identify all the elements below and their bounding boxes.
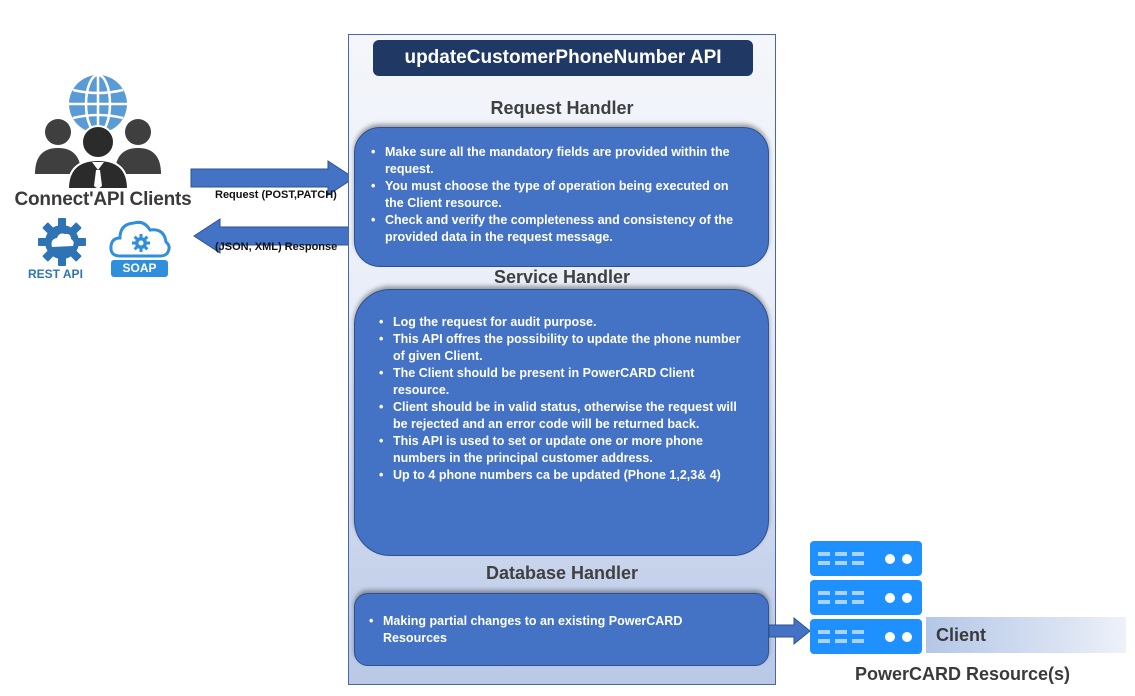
request-handler-panel: Make sure all the mandatory fields are p… xyxy=(354,127,769,267)
list-item: Client should be in valid status, otherw… xyxy=(375,399,746,433)
database-arrow-icon xyxy=(768,616,811,646)
globe-icon xyxy=(69,74,127,135)
list-item: Up to 4 phone numbers ca be updated (Pho… xyxy=(375,467,746,484)
list-item: This API is used to set or update one or… xyxy=(375,433,746,467)
api-title: updateCustomerPhoneNumber API xyxy=(373,40,753,76)
clients-title: Connect'API Clients xyxy=(14,189,192,210)
request-arrow-icon xyxy=(190,160,355,196)
rest-api-gear-icon xyxy=(38,218,86,266)
response-label: (JSON, XML) Response xyxy=(215,241,338,253)
service-handler-panel: Log the request for audit purpose. This … xyxy=(354,289,769,556)
rest-api-label: REST API xyxy=(28,267,83,281)
database-handler-panel: Making partial changes to an existing Po… xyxy=(354,593,769,666)
soap-cloud-icon xyxy=(109,220,171,258)
server-stack-icon xyxy=(810,541,922,654)
list-item: Log the request for audit purpose. xyxy=(375,314,746,331)
resources-caption: PowerCARD Resource(s) xyxy=(855,664,1071,684)
list-item: Check and verify the completeness and co… xyxy=(367,212,748,246)
list-item: Make sure all the mandatory fields are p… xyxy=(367,144,748,178)
api-clients-icon xyxy=(35,74,161,189)
database-handler-title: Database Handler xyxy=(485,563,639,583)
service-handler-title: Service Handler xyxy=(493,267,631,287)
request-label: Request (POST,PATCH) xyxy=(215,189,337,201)
client-band xyxy=(926,617,1126,653)
client-resource-label: Client xyxy=(936,625,987,645)
list-item: You must choose the type of operation be… xyxy=(367,178,748,212)
response-arrow-icon xyxy=(193,218,352,254)
list-item: The Client should be present in PowerCAR… xyxy=(375,365,746,399)
soap-label: SOAP xyxy=(111,260,168,277)
list-item: This API offres the possibility to updat… xyxy=(375,331,746,365)
request-handler-title: Request Handler xyxy=(490,98,634,118)
list-item: Making partial changes to an existing Po… xyxy=(365,613,748,647)
